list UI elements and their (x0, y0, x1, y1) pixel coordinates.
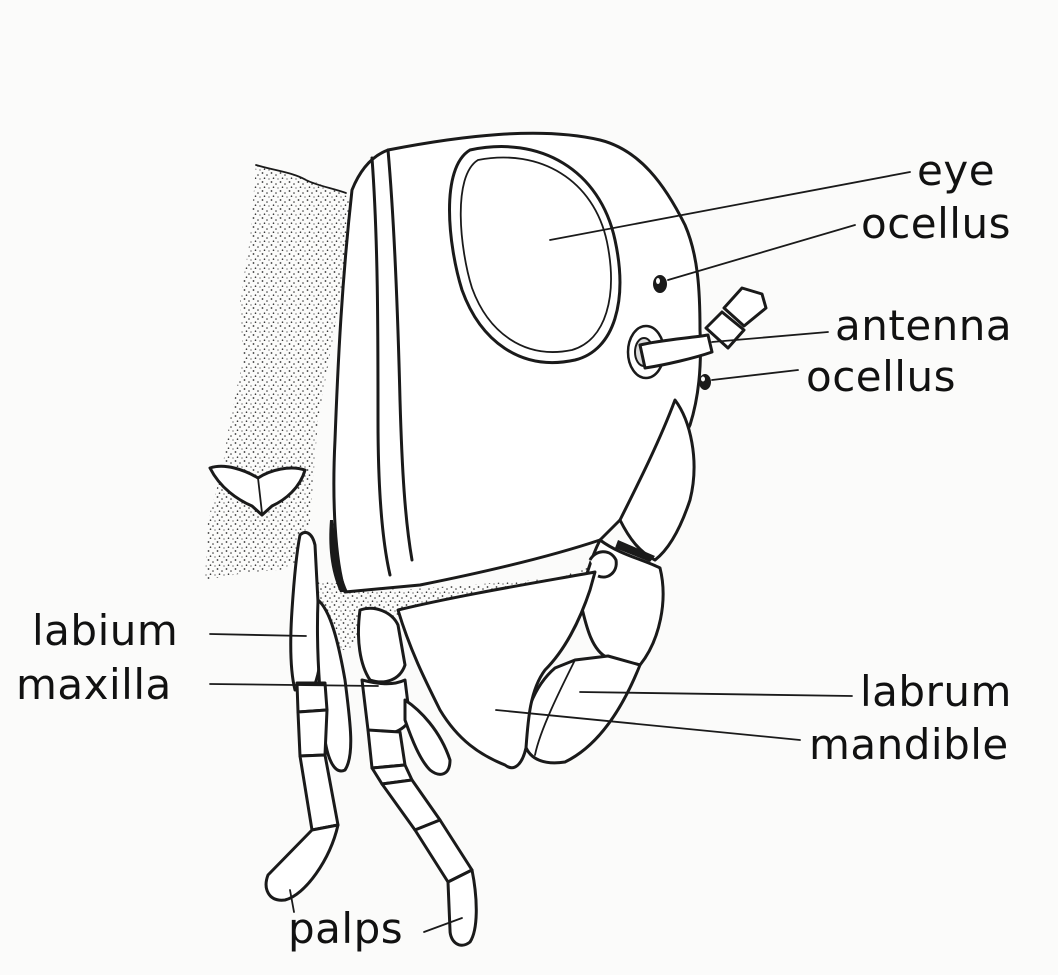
leader-antenna (711, 331, 829, 343)
maxillary-palp-segment-5 (446, 868, 478, 947)
label-labium: labium (32, 606, 179, 655)
mandible (396, 570, 597, 770)
compound-eye-inner (459, 156, 612, 353)
cervical-sclerite (208, 464, 307, 517)
labial-palp-segment-1 (295, 681, 329, 714)
label-maxilla: maxilla (16, 660, 172, 709)
leader-mandible (495, 709, 801, 741)
leader-palps-right (423, 917, 463, 933)
label-ocellus-upper: ocellus (861, 199, 1011, 248)
maxillary-palp-segment-1 (366, 728, 407, 770)
ocellus-lower (699, 374, 711, 390)
label-mandible: mandible (809, 720, 1009, 769)
compound-eye-outer (448, 145, 622, 365)
label-palps: palps (288, 904, 404, 953)
labial-palp-segment-2 (296, 708, 329, 758)
antenna (638, 333, 714, 370)
leader-lines (209, 171, 911, 933)
leader-labium (209, 633, 307, 637)
ocellus-upper (653, 275, 667, 293)
neck-stippled-region (205, 165, 352, 580)
neck-outline (255, 164, 347, 194)
leader-labrum (579, 691, 853, 697)
label-eye: eye (917, 146, 996, 195)
label-labrum: labrum (860, 667, 1012, 716)
label-antenna: antenna (835, 301, 1013, 350)
leader-palps-left (289, 889, 295, 913)
label-ocellus-lower: ocellus (806, 352, 956, 401)
leader-maxilla (209, 683, 379, 687)
leader-ocellus-upper (667, 224, 856, 281)
maxilla-stipes (360, 678, 412, 736)
maxilla-cardo (356, 606, 407, 684)
labium-stalk (289, 531, 322, 692)
leader-eye (549, 171, 911, 241)
labial-palp-segment-4 (264, 823, 340, 902)
leader-ocellus-lower (711, 369, 799, 381)
maxilla-galea (403, 698, 452, 776)
